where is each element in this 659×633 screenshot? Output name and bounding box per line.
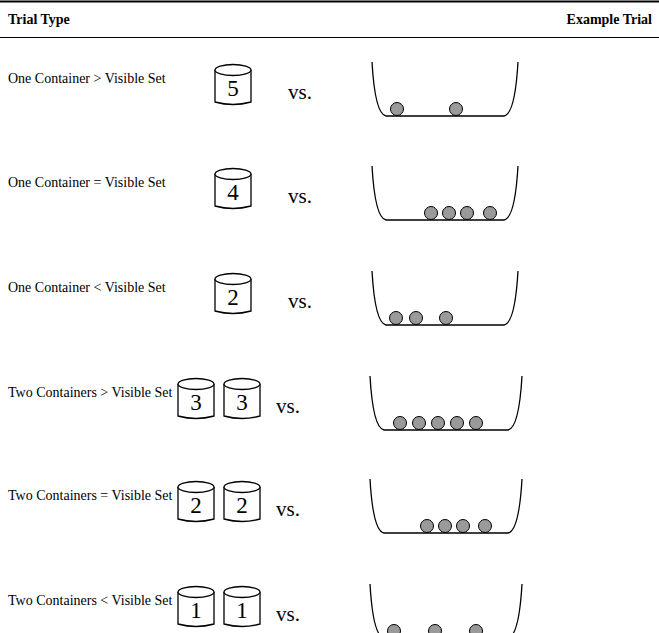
- versus-text: vs.: [276, 498, 300, 520]
- container-cylinder: 1: [222, 584, 262, 630]
- trial-type-label: Two Containers < Visible Set: [8, 593, 172, 609]
- bowl-group: [370, 62, 522, 633]
- container-count: 3: [176, 390, 216, 416]
- container-count: 2: [213, 285, 253, 311]
- versus-text: vs.: [276, 603, 300, 625]
- container-count: 1: [176, 598, 216, 624]
- ball: [461, 207, 474, 220]
- top-rule: [0, 1, 659, 3]
- bowl: [372, 62, 518, 116]
- container-cylinder: 1: [176, 584, 216, 630]
- versus-text: vs.: [288, 185, 312, 207]
- container-count: 3: [222, 390, 262, 416]
- container-count: 2: [176, 493, 216, 519]
- ball: [479, 520, 492, 533]
- ball: [391, 103, 404, 116]
- ball: [440, 312, 453, 325]
- header-rule: [0, 37, 659, 38]
- ball: [457, 520, 470, 533]
- versus-text: vs.: [288, 81, 312, 103]
- ball: [413, 417, 426, 430]
- trial-type-label: Two Containers > Visible Set: [8, 385, 172, 401]
- ball: [388, 625, 401, 633]
- bowl: [370, 479, 522, 533]
- ball: [421, 520, 434, 533]
- ball: [432, 417, 445, 430]
- container-cylinder: 3: [222, 376, 262, 422]
- ball: [470, 625, 483, 633]
- container-cylinder: 3: [176, 376, 216, 422]
- ball: [429, 625, 442, 633]
- versus-text: vs.: [288, 290, 312, 312]
- bowl: [372, 166, 518, 220]
- ball: [410, 312, 423, 325]
- ball: [439, 520, 452, 533]
- trial-type-label: One Container > Visible Set: [8, 71, 166, 87]
- bowl: [372, 271, 518, 325]
- container-count: 5: [213, 76, 253, 102]
- container-cylinder: 2: [176, 479, 216, 525]
- trial-type-label: One Container = Visible Set: [8, 175, 166, 191]
- bowl: [370, 376, 522, 430]
- ball: [470, 417, 483, 430]
- container-cylinder: 4: [213, 166, 253, 212]
- trial-type-label: One Container < Visible Set: [8, 280, 166, 296]
- column-header: Trial Type: [8, 12, 70, 28]
- column-header: Example Trial: [567, 12, 652, 28]
- ball: [425, 207, 438, 220]
- ball: [443, 207, 456, 220]
- versus-text: vs.: [276, 395, 300, 417]
- trial-type-label: Two Containers = Visible Set: [8, 488, 172, 504]
- container-cylinder: 5: [213, 62, 253, 108]
- container-count: 2: [222, 493, 262, 519]
- container-count: 1: [222, 598, 262, 624]
- container-cylinder: 2: [222, 479, 262, 525]
- bowl: [370, 584, 522, 633]
- ball: [450, 103, 463, 116]
- container-count: 4: [213, 180, 253, 206]
- container-cylinder: 2: [213, 271, 253, 317]
- ball: [484, 207, 497, 220]
- ball: [451, 417, 464, 430]
- ball: [390, 312, 403, 325]
- ball: [394, 417, 407, 430]
